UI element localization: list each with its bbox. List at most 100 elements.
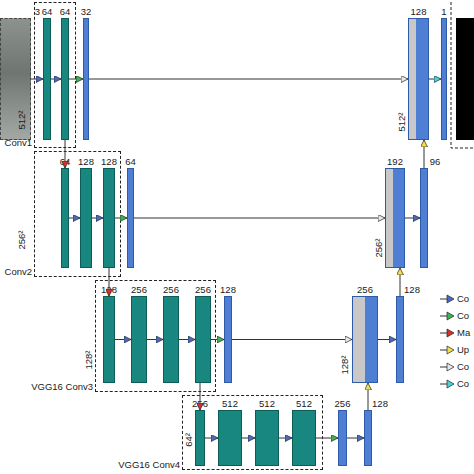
legend-text: Ma (457, 328, 470, 338)
encoder-feature-map: 64 (61, 168, 69, 268)
legend-text: Co (457, 362, 469, 372)
channel-count: 512 (259, 399, 275, 409)
legend-arrow (439, 344, 455, 356)
size-label: 256² (17, 230, 27, 249)
decoder-feature-map: 32 (83, 18, 89, 140)
size-label: 128² (84, 350, 94, 369)
channel-count: 96 (430, 157, 441, 167)
flow-arrow (429, 79, 441, 80)
flow-arrow (242, 438, 255, 439)
flow-arrow (89, 79, 408, 80)
concat-feature-map: 128 (408, 18, 429, 140)
channel-count: 256 (335, 399, 351, 409)
legend-text: Co (457, 311, 469, 321)
legend-arrow-head (447, 295, 454, 303)
encoder-feature-map: 256 (131, 296, 147, 383)
flow-arrow (51, 79, 61, 80)
decoder-feature-map: 128 (396, 296, 404, 383)
flow-arrow (65, 140, 66, 168)
channel-count: 512 (222, 399, 238, 409)
legend-entry: Co (439, 293, 474, 305)
channel-count: 128 (220, 285, 236, 295)
legend-entry: Co (439, 361, 474, 373)
encoder-feature-map: 256 (195, 410, 205, 466)
channel-count: 64 (60, 157, 71, 167)
channel-count: 128 (404, 285, 420, 295)
legend-arrow-head (447, 380, 454, 388)
decoder-feature-map: 1 (441, 18, 447, 140)
block-name: VGG16 Conv3 (31, 382, 93, 392)
legend-arrow-head (447, 312, 454, 320)
output-frame (451, 2, 474, 148)
encoder-block: Conv16464 (34, 2, 76, 148)
legend-arrow (439, 310, 455, 322)
flow-arrow (347, 438, 364, 439)
encoder-feature-map: 64 (61, 18, 69, 140)
flow-arrow (424, 140, 425, 168)
channel-count: 1 (441, 7, 446, 17)
legend: CoCoMaUpCoCo (439, 293, 474, 397)
encoder-feature-map: 64 (43, 18, 51, 140)
decoder-feature-map: 256 (338, 410, 347, 466)
legend-arrow-head (447, 329, 454, 337)
encoder-feature-map: 128 (80, 168, 92, 268)
channel-count: 256 (192, 399, 208, 409)
channel-count: 256 (195, 285, 211, 295)
channel-count: 192 (387, 157, 403, 167)
size-label: 128² (340, 355, 350, 374)
block-name: VGG16 Conv4 (118, 460, 180, 470)
channel-count: 128 (78, 157, 94, 167)
flow-arrow (147, 339, 163, 340)
flow-arrow (211, 339, 224, 340)
flow-arrow (232, 339, 352, 340)
channel-count: 64 (125, 157, 136, 167)
legend-arrow (439, 327, 455, 339)
flow-arrow (31, 79, 43, 80)
size-label: 512² (17, 110, 27, 129)
channel-count: 128 (101, 157, 117, 167)
encoder-feature-map: 256 (163, 296, 179, 383)
concat-feature-map: 192 (385, 168, 405, 268)
encoder-feature-map: 512 (255, 410, 279, 466)
encoder-block: Conv264128128 (34, 151, 121, 277)
channel-count: 256 (131, 285, 147, 295)
flow-arrow (69, 79, 83, 80)
flow-arrow (205, 438, 218, 439)
encoder-feature-map: 256 (195, 296, 211, 383)
channel-count: 256 (163, 285, 179, 295)
legend-entry: Co (439, 310, 474, 322)
flow-arrow (405, 218, 420, 219)
legend-arrow (439, 361, 455, 373)
flow-arrow (179, 339, 195, 340)
legend-text: Up (457, 345, 469, 355)
decoder-feature-map: 128 (364, 410, 372, 466)
flow-arrow (400, 268, 401, 296)
channel-count: 256 (357, 285, 373, 295)
legend-arrow (439, 378, 455, 390)
encoder-feature-map: 512 (292, 410, 316, 466)
channel-count: 32 (81, 7, 92, 17)
decoder-feature-map: 96 (420, 168, 428, 268)
decoder-feature-map: 64 (127, 168, 134, 268)
flow-arrow (279, 438, 292, 439)
channel-count: 512 (296, 399, 312, 409)
channel-count: 128 (372, 399, 388, 409)
size-label: 256² (374, 238, 384, 257)
legend-entry: Ma (439, 327, 474, 339)
flow-arrow (115, 218, 127, 219)
encoder-feature-map: 512 (218, 410, 242, 466)
legend-entry: Up (439, 344, 474, 356)
block-name: Conv2 (5, 267, 32, 277)
legend-entry: Co (439, 378, 474, 390)
size-label: 512² (397, 112, 407, 131)
encoder-block: VGG16 Conv4256512512512 (182, 395, 323, 470)
channel-count: 128 (101, 285, 117, 295)
legend-arrow-head (447, 346, 454, 354)
encoder-feature-map: 128 (103, 296, 115, 383)
legend-arrow (439, 293, 455, 305)
encoder-feature-map: 128 (103, 168, 115, 268)
encoder-block: VGG16 Conv3128256256256 (95, 280, 216, 392)
flow-arrow (109, 268, 110, 296)
